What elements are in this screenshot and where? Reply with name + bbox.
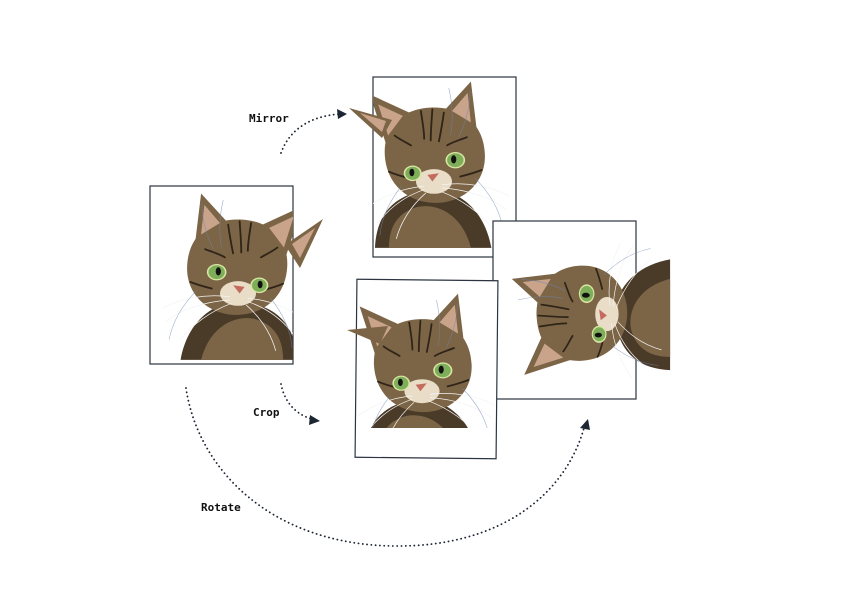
rotate-arrow [185, 387, 590, 547]
crop-arrow [280, 383, 320, 425]
mirror-arrow [280, 109, 347, 154]
cat-photo-icon [161, 192, 323, 361]
rotate-label: Rotate [201, 501, 241, 514]
mirror-label: Mirror [249, 112, 289, 125]
crop-label: Crop [253, 406, 280, 419]
cat-photo-cropped-icon [347, 292, 495, 428]
cat-photo-mirrored-icon [349, 80, 511, 249]
